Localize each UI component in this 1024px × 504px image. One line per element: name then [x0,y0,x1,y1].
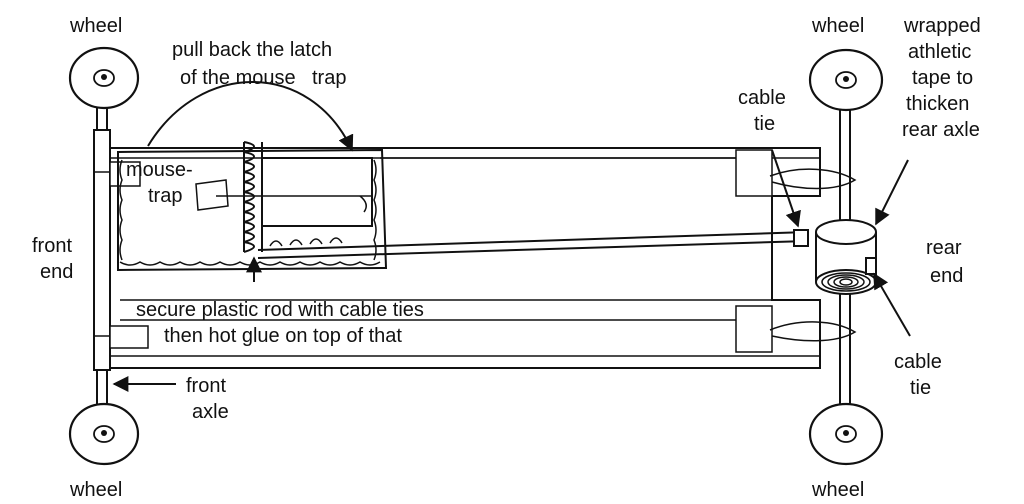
label-wheel-bottom-left: wheel [69,479,122,501]
label-wheel-top-left: wheel [69,15,122,37]
label-mousetrap-2: trap [148,185,182,207]
front-tape-bottom [109,325,149,349]
label-latch-2b: trap [312,67,346,89]
label-cable-tie-bottom-1: cable [894,351,942,373]
label-cable-tie-top-2: tie [754,113,775,135]
cable-tie-top-arrow [771,149,801,228]
label-front-end-1: front [32,235,72,257]
cable-tie-bottom-arrow [873,272,911,337]
label-rear-end-2: end [930,265,963,287]
latch-arrow [147,81,354,152]
label-front-axle-2: axle [192,401,229,423]
label-tape-2: athletic [908,41,971,63]
front-axle [93,79,111,411]
label-tape-1: wrapped [903,15,981,37]
label-mousetrap-1: mouse- [126,159,193,181]
cable-tie-spool[interactable] [865,257,877,275]
wheel-top-left [68,46,140,110]
label-cable-tie-top-1: cable [738,87,786,109]
tape-arrow [875,159,909,226]
cable-tie-rod[interactable] [793,229,809,247]
label-rear-end-1: rear [926,237,962,259]
chassis [104,147,821,369]
mousetrap [117,141,388,272]
label-latch-1: pull back the latch [172,39,332,61]
label-latch-2a: of the mouse [180,67,296,89]
label-secure-2: then hot glue on top of that [164,325,402,347]
rear-tape-top [735,149,857,197]
front-tape-top [109,161,141,187]
label-front-end-2: end [40,261,73,283]
wheel-bottom-left [68,402,140,466]
wheel-top-right [808,48,884,112]
label-cable-tie-bottom-2: tie [910,377,931,399]
rear-tape-bottom [735,305,857,353]
label-front-axle-1: front [186,375,226,397]
label-secure-1: secure plastic rod with cable ties [136,299,424,321]
wheel-bottom-right [808,402,884,466]
label-tape-4: thicken [906,93,969,115]
label-wheel-bottom-right: wheel [811,479,864,501]
label-tape-5: rear axle [902,119,980,141]
label-tape-3: tape to [912,67,973,89]
label-wheel-top-right: wheel [811,15,864,37]
plastic-rod [257,231,809,259]
